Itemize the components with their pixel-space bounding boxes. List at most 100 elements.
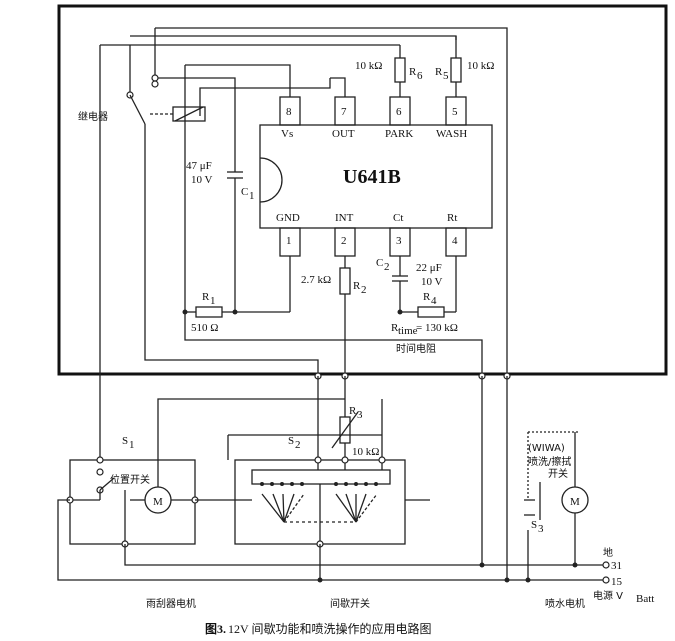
switch-s1-block: S 1 位置开关 M — [69, 435, 196, 545]
svg-text:2.7 kΩ: 2.7 kΩ — [301, 274, 331, 286]
svg-text:22 μF: 22 μF — [416, 262, 442, 274]
node — [479, 562, 485, 568]
svg-text:2: 2 — [341, 235, 347, 247]
washer-block: (WIWA) 喷洗/擦拭 开关 S 3 M — [524, 431, 589, 565]
pin-5: 5 WASH — [436, 96, 467, 140]
node — [525, 577, 531, 583]
wire-s1-park — [157, 398, 345, 460]
capacitor-c2: C 2 22 μF 10 V — [376, 256, 443, 312]
svg-text:2: 2 — [384, 261, 390, 273]
svg-text:Ct: Ct — [393, 212, 403, 224]
svg-text:GND: GND — [276, 212, 300, 224]
node — [232, 309, 238, 315]
svg-text:M: M — [153, 496, 163, 508]
svg-text:12V 间歇功能和喷洗操作的应用电路图: 12V 间歇功能和喷洗操作的应用电路图 — [228, 621, 431, 636]
svg-text:S: S — [288, 435, 294, 447]
node — [341, 456, 349, 464]
svg-text:电源 V: 电源 V — [593, 589, 623, 602]
wiwa-label: (WIWA) — [528, 443, 565, 454]
pin-4: 4 Rt — [445, 212, 467, 257]
node — [378, 456, 386, 464]
svg-text:= 130 kΩ: = 130 kΩ — [416, 322, 458, 334]
svg-text:6: 6 — [396, 106, 402, 118]
svg-text:PARK: PARK — [385, 128, 413, 140]
wire-out-relay — [199, 78, 331, 116]
wire-relay-out — [144, 130, 319, 376]
pin-1: 1 GND — [276, 212, 301, 257]
resistor-r1: R 1 510 Ω — [185, 291, 290, 334]
svg-text:15: 15 — [611, 576, 623, 588]
node — [151, 74, 159, 82]
resistor-r3: R 3 10 kΩ — [331, 399, 379, 460]
svg-text:8: 8 — [286, 106, 292, 118]
svg-text:510 Ω: 510 Ω — [191, 322, 218, 334]
node — [317, 577, 323, 583]
svg-text:R: R — [409, 66, 417, 78]
svg-text:3: 3 — [396, 235, 402, 247]
svg-text:R: R — [435, 66, 443, 78]
wire-out — [330, 77, 346, 97]
position-switch-label: 位置开关 — [110, 473, 150, 486]
relay: 继电器 — [78, 80, 206, 130]
wire-r5-down — [155, 27, 508, 376]
ic-notch — [259, 157, 283, 203]
node — [314, 456, 322, 464]
svg-text:3: 3 — [357, 409, 363, 421]
svg-text:S: S — [122, 435, 128, 447]
resistor-r2: 2.7 kΩ R 2 — [301, 256, 367, 376]
washer-motor-label: 喷水电机 — [545, 597, 585, 610]
pin-7: 7 OUT — [332, 96, 356, 140]
svg-text:WASH: WASH — [436, 128, 467, 140]
svg-text:31: 31 — [611, 560, 622, 572]
svg-text:图3.: 图3. — [205, 622, 226, 636]
svg-text:time: time — [398, 325, 418, 337]
svg-text:Rt: Rt — [447, 212, 457, 224]
svg-text:地: 地 — [603, 546, 613, 559]
svg-text:C: C — [376, 257, 383, 269]
svg-text:INT: INT — [335, 212, 354, 224]
svg-text:开关: 开关 — [548, 467, 568, 480]
svg-text:6: 6 — [417, 70, 423, 82]
svg-text:R: R — [349, 405, 357, 417]
wire-s1-batt — [57, 499, 507, 581]
terminal-15: 15 电源 V Batt — [593, 576, 654, 605]
svg-text:5: 5 — [452, 106, 458, 118]
pin-2: 2 INT — [334, 212, 356, 257]
svg-text:C: C — [241, 186, 248, 198]
node — [504, 577, 510, 583]
svg-text:47 μF: 47 μF — [186, 160, 212, 172]
resistor-r5: 10 kΩ R 5 — [435, 45, 494, 97]
svg-text:M: M — [570, 496, 580, 508]
svg-text:S: S — [531, 519, 537, 531]
svg-text:2: 2 — [295, 439, 301, 451]
svg-text:4: 4 — [431, 295, 437, 307]
svg-text:7: 7 — [341, 106, 347, 118]
svg-text:R: R — [202, 291, 210, 303]
svg-text:4: 4 — [452, 235, 458, 247]
svg-text:Vs: Vs — [281, 128, 293, 140]
wire-ground-31 — [481, 376, 603, 566]
pin-8: 8 Vs — [279, 96, 301, 140]
svg-text:Batt: Batt — [636, 593, 654, 605]
svg-text:R: R — [353, 280, 361, 292]
ic-name: U641B — [343, 166, 401, 188]
wire-s1-gnd — [124, 544, 482, 566]
svg-text:1: 1 — [286, 235, 292, 247]
svg-text:3: 3 — [538, 523, 544, 535]
svg-text:10 kΩ: 10 kΩ — [355, 60, 382, 72]
rtime-label: R — [391, 322, 399, 334]
resistor-r4: R 4 R time = 130 kΩ 时间电阻 — [391, 256, 458, 355]
svg-text:1: 1 — [129, 439, 135, 451]
svg-text:2: 2 — [361, 284, 367, 296]
ic-body — [259, 124, 493, 229]
node — [572, 562, 578, 568]
resistor-r6: 10 kΩ R 6 — [355, 45, 423, 97]
relay-label: 继电器 — [78, 110, 108, 123]
figure-caption: 图3. 12V 间歇功能和喷洗操作的应用电路图 — [205, 621, 431, 636]
wiper-motor-label: 雨刮器电机 — [146, 597, 196, 610]
module-frame — [57, 4, 668, 376]
svg-text:5: 5 — [443, 70, 449, 82]
svg-text:10 V: 10 V — [421, 276, 443, 288]
svg-text:OUT: OUT — [332, 128, 355, 140]
